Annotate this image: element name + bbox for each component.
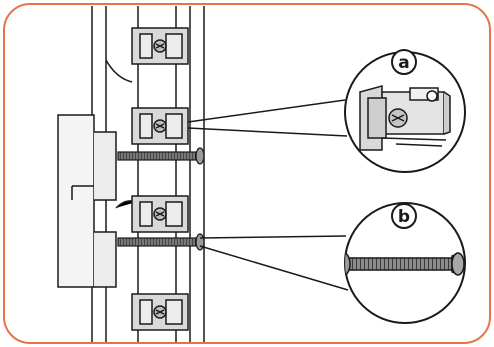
- cage-nut: [131, 195, 189, 233]
- callout-a: a: [344, 49, 466, 173]
- cage-nut: [131, 107, 189, 145]
- cage-nut: [131, 27, 189, 65]
- equipment-bracket: [57, 114, 137, 288]
- callout-b-badge: [391, 203, 417, 229]
- leader-lines: [187, 99, 349, 291]
- cage-nut-column: [131, 27, 189, 331]
- callout-b: b: [344, 202, 466, 324]
- cage-nut-icon: [359, 85, 451, 151]
- callout-b-letter: b: [398, 207, 410, 227]
- callout-a-letter: a: [398, 53, 409, 73]
- callout-a-badge: [391, 49, 417, 75]
- leader-line-a: [187, 99, 346, 123]
- cage-nut: [131, 293, 189, 331]
- mounting-screw-icon: [345, 252, 465, 276]
- installed-screw: [117, 147, 205, 165]
- leader-line-b: [199, 235, 347, 239]
- leader-line-a-lower: [187, 127, 348, 137]
- leader-line-b-lower: [199, 245, 349, 291]
